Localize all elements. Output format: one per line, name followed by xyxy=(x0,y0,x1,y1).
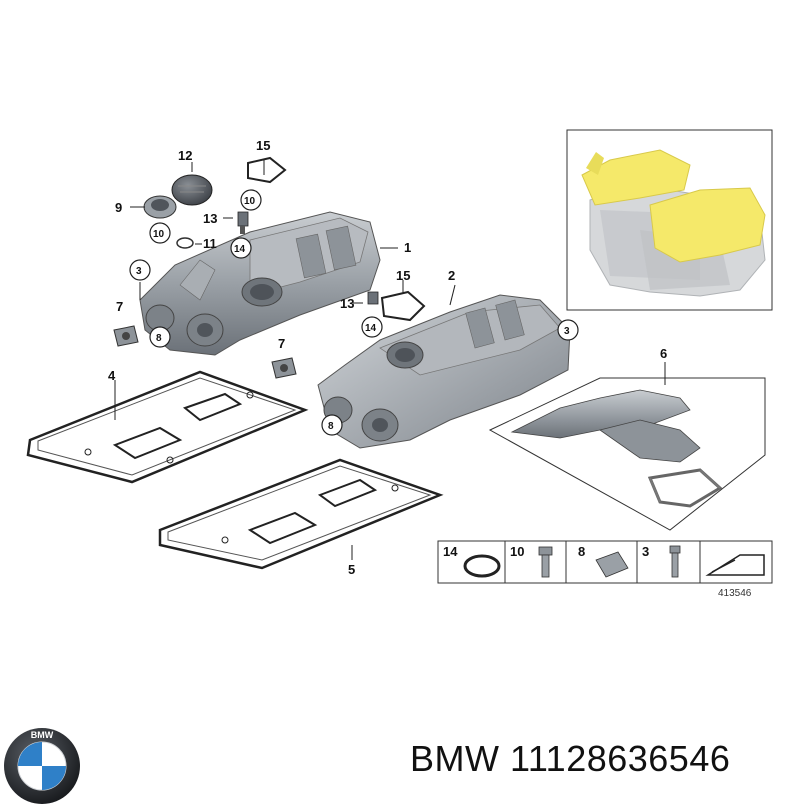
callout-8b: 8 xyxy=(328,421,334,432)
legend-label-14: 14 xyxy=(443,544,458,559)
callout-2: 2 xyxy=(448,268,455,283)
callout-1: 1 xyxy=(404,240,411,255)
callout-13a: 13 xyxy=(203,211,217,226)
callout-12: 12 xyxy=(178,148,192,163)
callout-labels: 1 2 4 5 6 7 7 9 11 12 13 13 15 15 3 3 8 … xyxy=(108,138,667,577)
bolt-icon xyxy=(538,546,553,578)
callout-9: 9 xyxy=(115,200,122,215)
callout-10a: 10 xyxy=(153,229,165,240)
screw-icon xyxy=(669,545,681,578)
parts-legend: 14 10 8 3 413546 xyxy=(437,540,773,599)
oil-filler-cap-12 xyxy=(171,174,213,206)
callout-6: 6 xyxy=(660,346,667,361)
cylinder-head-cover-1 xyxy=(139,211,381,356)
leader-lines xyxy=(114,160,666,560)
engine-block-image xyxy=(581,149,766,297)
highlight-cover-left xyxy=(581,149,691,206)
legend-label-10: 10 xyxy=(510,544,524,559)
callout-15b: 15 xyxy=(396,268,410,283)
clip-icon xyxy=(595,551,629,578)
callout-4: 4 xyxy=(108,368,116,383)
gasket-4 xyxy=(26,370,309,484)
callout-13b: 13 xyxy=(340,296,354,311)
callout-8a: 8 xyxy=(156,333,162,344)
callout-7a: 7 xyxy=(116,299,123,314)
engine-inset xyxy=(566,129,773,311)
callout-14b: 14 xyxy=(365,323,377,334)
callout-5: 5 xyxy=(348,562,355,577)
callout-15a: 15 xyxy=(256,138,270,153)
gasket-15b xyxy=(380,290,426,322)
gasket-15a xyxy=(247,156,287,184)
gasket-5 xyxy=(158,458,444,570)
callout-10b: 10 xyxy=(244,196,256,207)
filler-neck-9 xyxy=(143,195,177,219)
callout-14a: 14 xyxy=(234,244,246,255)
callout-3b: 3 xyxy=(564,326,570,337)
diagram-ref-number: 413546 xyxy=(718,588,752,599)
callout-11: 11 xyxy=(203,236,217,251)
bmw-logo-icon: BMW xyxy=(4,728,80,804)
fold-arrow-icon xyxy=(705,554,765,576)
cylinder-head-cover-2 xyxy=(317,294,571,449)
o-ring-11 xyxy=(176,237,194,249)
sensor-13b xyxy=(367,291,379,305)
brand-part-number: BMW 11128636546 xyxy=(410,738,731,779)
legend-label-3: 3 xyxy=(642,544,649,559)
callout-7b: 7 xyxy=(278,336,285,351)
highlight-cover-right xyxy=(649,187,766,263)
valve-7a xyxy=(113,325,139,347)
sensor-13a xyxy=(237,211,249,234)
vent-lines-6 xyxy=(488,377,766,531)
callout-3a: 3 xyxy=(136,266,142,277)
valve-7b xyxy=(271,357,297,379)
legend-label-8: 8 xyxy=(578,544,585,559)
o-ring-icon xyxy=(463,554,501,578)
svg-text:BMW: BMW xyxy=(31,730,54,740)
